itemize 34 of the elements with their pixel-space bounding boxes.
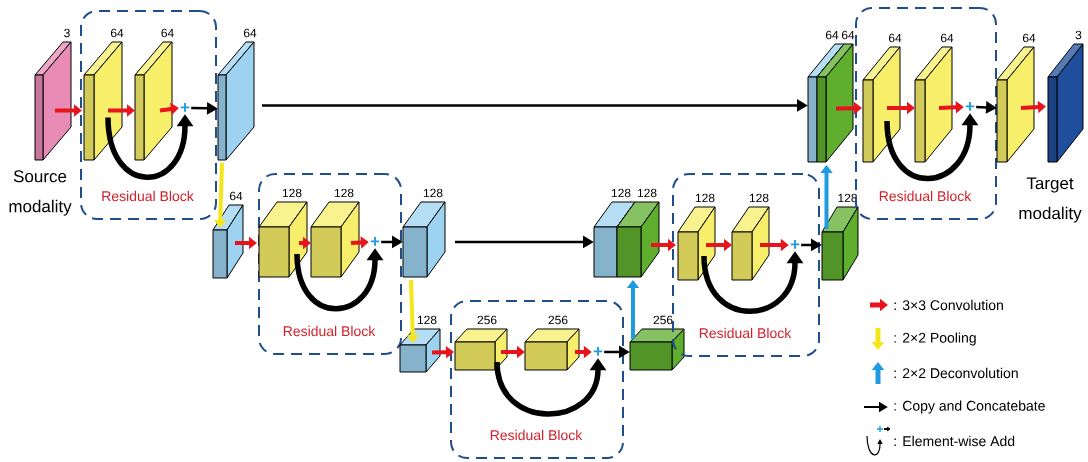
channel-count: 128 [282,188,302,198]
channel-count: 128 [417,315,437,325]
modality-label: Target modality [1019,177,1082,223]
legend-label: : 3×3 Convolution [894,299,1003,311]
channel-count: 256 [653,315,673,325]
channel-count: 128 [695,193,715,203]
legend-label: : Element-wise Add [894,435,1015,447]
plus-sign: + [790,240,800,249]
channel-count: 256 [548,315,568,325]
legend-label: : 2×2 Pooling [894,332,976,346]
channel-count: 128 [611,188,631,198]
legend-label: : 2×2 Deconvolution [894,367,1018,379]
channel-count: 64 [110,28,124,38]
channel-count: 64 [229,191,243,201]
channel-count: 64 [825,30,839,40]
channel-count: 128 [423,188,443,198]
channel-count: 64 [888,33,902,43]
channel-count: 64 [1022,33,1036,43]
legend-label: : Copy and Concatebate [894,400,1045,414]
modality-label: Source modality [9,170,72,216]
channel-count: 64 [161,28,174,38]
channel-count: 256 [477,315,497,325]
channel-count: 3 [64,28,70,38]
plus-sign: + [965,102,975,111]
channel-count: 128 [637,188,657,198]
channel-count: 64 [841,30,855,40]
channel-count: 128 [749,193,769,203]
channel-count: 3 [1075,30,1082,40]
plus-sign: + [370,237,380,246]
channel-count: 64 [940,33,954,43]
plus-sign: + [593,347,603,356]
plus-sign: + [180,103,190,112]
channel-count: 64 [243,28,257,38]
channel-count: 128 [334,188,354,198]
